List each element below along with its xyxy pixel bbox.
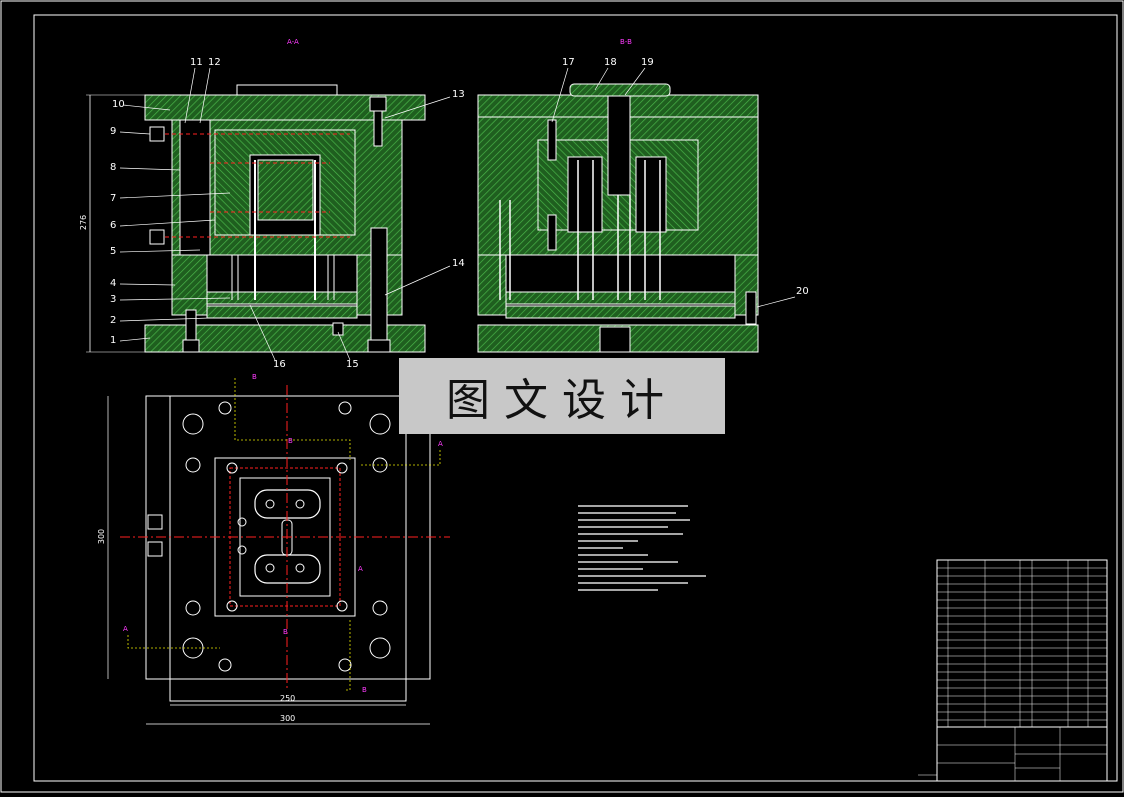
dimension-plan-height: 300 bbox=[97, 528, 107, 545]
section-marker: A bbox=[358, 565, 363, 573]
plan-view bbox=[107, 378, 450, 725]
part-number-label: 9 bbox=[110, 126, 117, 137]
section-a-a-title: A-A bbox=[287, 38, 299, 46]
section-b-b-view bbox=[477, 67, 796, 353]
part-number-label: 16 bbox=[273, 359, 286, 370]
section-marker: B bbox=[288, 437, 293, 445]
part-number-label: 19 bbox=[641, 57, 654, 68]
dimension-inner-width: 250 bbox=[280, 694, 296, 703]
part-number-label: 18 bbox=[604, 57, 617, 68]
part-number-label: 3 bbox=[110, 294, 117, 305]
part-number-label: 15 bbox=[346, 359, 359, 370]
section-b-b-title: B-B bbox=[620, 38, 632, 46]
part-number-label: 13 bbox=[452, 89, 465, 100]
part-number-label: 10 bbox=[112, 99, 125, 110]
part-number-label: 6 bbox=[110, 220, 117, 231]
section-marker: B bbox=[252, 373, 257, 381]
section-a-a-view bbox=[86, 67, 451, 361]
part-number-label: 4 bbox=[110, 278, 117, 289]
part-number-label: 5 bbox=[110, 246, 117, 257]
part-number-label: 14 bbox=[452, 258, 465, 269]
dimension-outer-width: 300 bbox=[280, 714, 296, 723]
section-marker: A bbox=[123, 625, 128, 633]
part-number-label: 12 bbox=[208, 57, 221, 68]
inner-border bbox=[33, 14, 1118, 782]
dimension-height: 276 bbox=[79, 214, 89, 231]
technical-requirements-notes bbox=[578, 500, 718, 591]
watermark-text: 图文设计 bbox=[446, 375, 678, 426]
part-number-label: 17 bbox=[562, 57, 575, 68]
part-number-label: 8 bbox=[110, 162, 117, 173]
section-marker: A bbox=[438, 440, 443, 448]
part-number-label: 2 bbox=[110, 315, 117, 326]
part-number-label: 11 bbox=[190, 57, 203, 68]
part-number-label: 20 bbox=[796, 286, 809, 297]
section-marker: B bbox=[283, 628, 288, 636]
bill-of-materials-table bbox=[918, 559, 1108, 782]
part-number-label: 1 bbox=[110, 335, 117, 346]
part-number-label: 7 bbox=[110, 193, 117, 204]
watermark-banner: 图文设计 bbox=[399, 358, 725, 434]
section-marker: B bbox=[362, 686, 367, 694]
